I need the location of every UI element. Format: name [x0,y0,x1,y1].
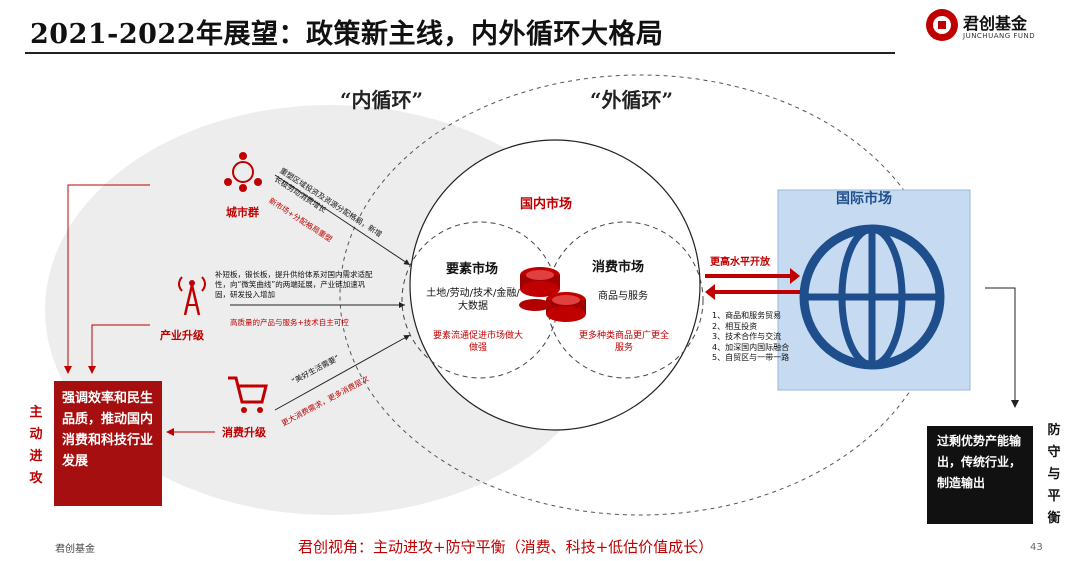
open-up-label: 更高水平开放 [710,257,770,268]
defense-label: 防守与平衡 [1047,423,1061,526]
city-cluster-label: 城市群 [226,206,259,219]
consumption-market-note: 更多种类商品更广更全服务 [578,331,669,353]
globe-icon [799,224,945,370]
factor-market-title: 要素市场 [446,262,499,277]
title-divider [25,52,895,54]
footer-brand: 君创基金 [55,544,95,555]
logo-subtext: JUNCHUANG FUND [963,32,1036,40]
page-title: 2021-2022年展望：政策新主线，内外循环大格局 [30,19,664,50]
outer-loop-label: “外循环” [590,88,674,112]
offense-label: 主动进攻 [29,405,43,486]
domestic-market-title: 国内市场 [520,197,573,212]
list-item: 1、商品和服务贸易 [712,311,782,320]
page-number: 43 [1030,542,1043,553]
factor-market-body: 土地/劳动/技术/金融/大数据 [426,288,520,312]
offense-strategy-box: 强调效率和民生品质，推动国内消费和科技行业发展 [54,381,162,506]
inner-connector-2 [91,324,150,368]
footer-perspective: 君创视角：主动进攻+防守平衡（消费、科技+低估价值成长） [298,538,714,556]
signal-tower-icon [178,276,206,316]
defense-strategy-box: 过剩优势产能输出，传统行业，制造输出 [927,426,1033,524]
list-item: 4、加深国内国际融合 [712,342,790,352]
industry-upgrade-label: 产业升级 [160,329,204,342]
inner-loop-label: “内循环” [340,88,424,112]
consumption-market-title: 消费市场 [592,260,645,275]
brand-logo: 君创基金 JUNCHUANG FUND [925,6,1070,50]
city-arrow [274,174,411,266]
list-item: 3、技术合作与交流 [712,332,782,341]
intl-list: 1、商品和服务贸易 2、相互投资 3、技术合作与交流 4、加深国内国际融合 5、… [712,311,789,364]
coins-icon [519,267,586,322]
inner-connector-1 [67,184,150,368]
consumer-upgrade-label: 消费升级 [222,426,266,439]
outer-connector [985,287,1016,402]
consumer-arrow [274,334,411,411]
industry-desc: 补短板，锻长板，提升供给体系对国内需求适配性，向“微笑曲线”的两端延展，产业链加… [215,270,373,299]
open-arrows [705,268,800,300]
list-item: 5、自贸区与一带一路 [712,353,790,362]
logo-text: 君创基金 [963,14,1028,33]
international-market-title: 国际市场 [836,191,892,207]
factor-market-note: 要素流通促进市场做大做强 [432,331,523,353]
consumption-market-body: 商品与服务 [598,291,648,302]
logo-mark-icon [926,9,958,41]
shopping-cart-icon [228,376,268,413]
city-cluster-icon [224,152,262,192]
industry-desc-red: 高质量的产品与服务+技术自主可控 [230,318,349,327]
list-item: 2、相互投资 [712,321,758,331]
